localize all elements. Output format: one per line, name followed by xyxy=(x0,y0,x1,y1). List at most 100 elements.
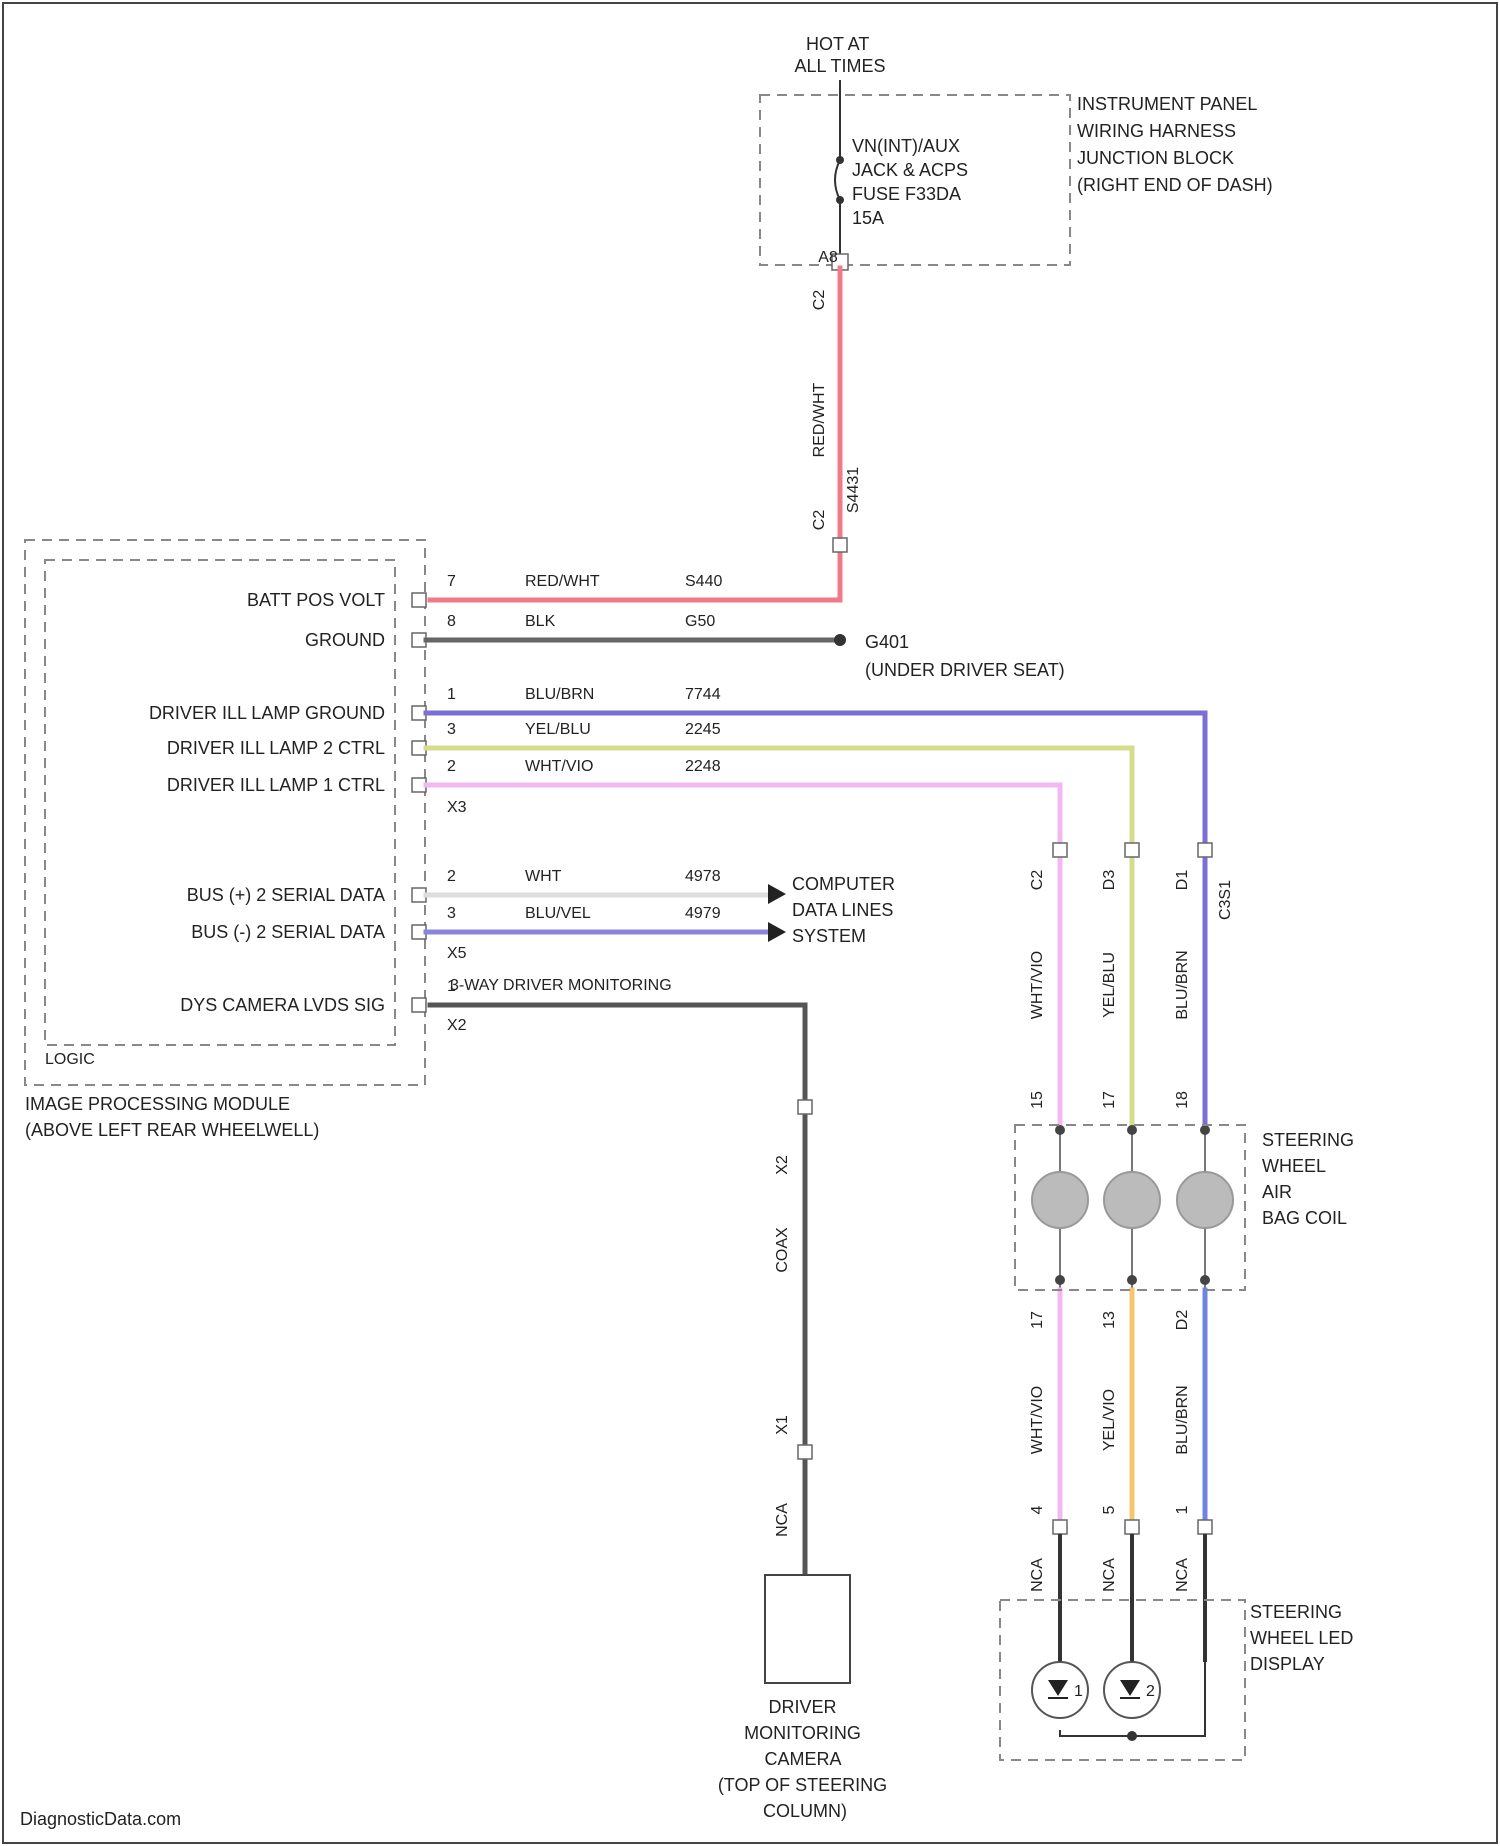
coil-upper-pin-low: 18 xyxy=(1174,1091,1191,1109)
power-wire xyxy=(430,268,840,600)
module-pin-number: 2 xyxy=(447,758,456,775)
coil-ring xyxy=(1177,1172,1233,1228)
coil-upper-pin-low: 17 xyxy=(1101,1091,1118,1109)
module-pin-color: BLK xyxy=(525,613,556,630)
module-pin-name: BUS (-) 2 SERIAL DATA xyxy=(191,922,385,942)
led-ncs-label: NCA xyxy=(1029,1558,1046,1592)
connector-x2: X2 xyxy=(447,1017,467,1034)
coax-label: 3-WAY DRIVER MONITORING xyxy=(450,977,672,994)
module-pin-name: DRIVER ILL LAMP GROUND xyxy=(149,703,385,723)
coil-ring xyxy=(1104,1172,1160,1228)
data-system-label: COMPUTER DATA LINES SYSTEM xyxy=(792,874,900,946)
coil-upper-pin: D1 xyxy=(1174,870,1191,891)
coil-upper-connector xyxy=(1125,843,1139,857)
coil-lower-pin-low: 5 xyxy=(1101,1505,1118,1514)
coil-ring xyxy=(1032,1172,1088,1228)
led-1: 1 xyxy=(1032,1662,1088,1718)
module-pin-name: GROUND xyxy=(305,630,385,650)
module-wire-3 xyxy=(426,748,1132,1128)
module-pin-terminal xyxy=(412,998,426,1012)
ground-point xyxy=(834,634,846,646)
module-pin-name: DYS CAMERA LVDS SIG xyxy=(180,995,385,1015)
module-pin-color: BLU/VEL xyxy=(525,905,591,922)
module-name: IMAGE PROCESSING MODULE (ABOVE LEFT REAR… xyxy=(25,1094,319,1140)
module-pin-circuit: G50 xyxy=(685,613,715,630)
coil-lower-connector xyxy=(1125,1520,1139,1534)
module-pin-name: BUS (+) 2 SERIAL DATA xyxy=(187,885,385,905)
coil-lower-color: YEL/VIO xyxy=(1101,1389,1118,1451)
module-pin-6: BUS (-) 2 SERIAL DATA 3 BLU/VEL 4979 xyxy=(191,905,720,942)
module-pin-circuit: 2248 xyxy=(685,758,721,775)
wire-connector-top-label: C2 xyxy=(811,290,828,311)
junction-block-box xyxy=(760,95,1070,265)
module-pin-circuit: 4979 xyxy=(685,905,721,922)
coil-upper-color: BLU/BRN xyxy=(1174,950,1191,1019)
coil-node-top xyxy=(1127,1125,1137,1135)
hot-at-all-times-label: HOT AT ALL TIMES xyxy=(794,34,885,76)
svg-text:2: 2 xyxy=(1146,1683,1155,1700)
data-arrow-2 xyxy=(768,922,786,942)
wire-circuit-label: S4431 xyxy=(845,467,862,513)
coil-upper-connector xyxy=(1198,843,1212,857)
camera-name: DRIVER MONITORING CAMERA (TOP OF STEERIN… xyxy=(718,1697,892,1821)
led-ncs-label: NCA xyxy=(1101,1558,1118,1592)
coil-lower-color: WHT/VIO xyxy=(1029,1386,1046,1454)
fuse-description: VN(INT)/AUX JACK & ACPS FUSE F33DA 15A xyxy=(852,136,973,228)
coil-lower-pin: 13 xyxy=(1101,1311,1118,1329)
data-arrow-1 xyxy=(768,884,786,904)
coil-node-bottom xyxy=(1127,1275,1137,1285)
coil-upper-pin-low: 15 xyxy=(1029,1091,1046,1109)
camera-coax-wire xyxy=(430,1005,805,1575)
driver-monitoring-camera xyxy=(765,1575,850,1683)
coil-upper-color: YEL/BLU xyxy=(1101,952,1118,1018)
coil-lower-pin-low: 4 xyxy=(1029,1505,1046,1514)
coil-upper-pin: D3 xyxy=(1101,870,1118,891)
coax-pin-a: X2 xyxy=(774,1155,791,1175)
module-pin-number: 3 xyxy=(447,721,456,738)
coil-node-top xyxy=(1200,1125,1210,1135)
junction-pin-label: A8 xyxy=(818,249,838,266)
module-pin-terminal xyxy=(412,593,426,607)
module-pin-circuit: 7744 xyxy=(685,686,721,703)
logic-label: LOGIC xyxy=(45,1051,95,1068)
module-pin-name: DRIVER ILL LAMP 2 CTRL xyxy=(167,738,385,758)
camera-connector-1 xyxy=(798,1100,812,1114)
camera-connector-2 xyxy=(798,1445,812,1459)
module-pin-circuit: 4978 xyxy=(685,868,721,885)
coil-lower-pin: D2 xyxy=(1174,1310,1191,1331)
camera-term-label: NCA xyxy=(774,1503,791,1537)
module-pin-color: BLU/BRN xyxy=(525,686,594,703)
coil-lower-connector xyxy=(1198,1520,1212,1534)
module-pin-circuit: 2245 xyxy=(685,721,721,738)
coil-lower-color: BLU/BRN xyxy=(1174,1385,1191,1454)
junction-block-name: INSTRUMENT PANEL WIRING HARNESS JUNCTION… xyxy=(1077,94,1273,195)
module-wire-4 xyxy=(426,785,1060,1128)
coil-lower-pin-low: 1 xyxy=(1174,1505,1191,1514)
wire-connector-bottom-label: C2 xyxy=(811,510,828,531)
svg-text:1: 1 xyxy=(1074,1683,1083,1700)
footer-watermark: DiagnosticData.com xyxy=(20,1809,181,1829)
connector-x3: X3 xyxy=(447,799,467,816)
module-pin-color: WHT xyxy=(525,868,562,885)
module-pin-number: 1 xyxy=(447,686,456,703)
coil-lower-pin: 17 xyxy=(1029,1311,1046,1329)
led-ncs-label: NCA xyxy=(1174,1558,1191,1592)
coil-upper-color: WHT/VIO xyxy=(1029,951,1046,1019)
coil-lower-connector xyxy=(1053,1520,1067,1534)
module-pin-color: WHT/VIO xyxy=(525,758,593,775)
coil-node-bottom xyxy=(1055,1275,1065,1285)
air-bag-coil-name: STEERING WHEEL AIR BAG COIL xyxy=(1262,1130,1359,1228)
module-pin-number: 7 xyxy=(447,573,456,590)
module-pin-name: BATT POS VOLT xyxy=(247,590,385,610)
coil-upper-pin: C2 xyxy=(1029,870,1046,891)
coil-node-top xyxy=(1055,1125,1065,1135)
module-pin-number: 3 xyxy=(447,905,456,922)
connector-x5: X5 xyxy=(447,945,467,962)
inline-connector xyxy=(833,538,847,552)
